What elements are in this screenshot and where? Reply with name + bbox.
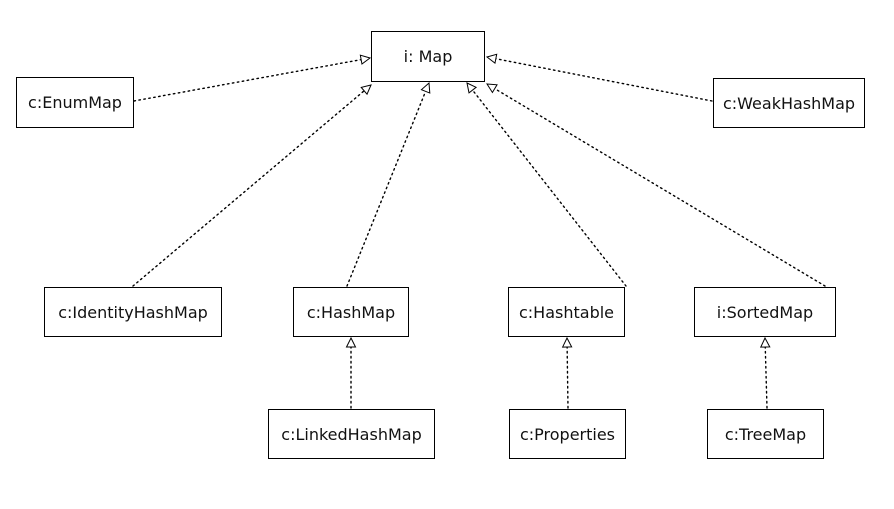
node-properties: c:Properties <box>509 409 626 459</box>
arrowhead-hashtable-to-map <box>466 82 478 94</box>
edge-hashtable-to-map <box>471 89 627 287</box>
edge-enummap-to-map <box>133 58 362 102</box>
node-enummap: c:EnumMap <box>16 77 134 128</box>
node-treemap: c:TreeMap <box>707 409 824 459</box>
edge-identityhashmap-to-map <box>132 90 365 287</box>
node-map: i: Map <box>371 31 485 82</box>
edge-weakhashmap-to-map <box>495 58 713 102</box>
node-sortedmap: i:SortedMap <box>694 287 836 337</box>
arrowhead-properties-to-hashtable <box>561 336 573 348</box>
arrowhead-sortedmap-to-map <box>486 83 498 94</box>
node-weakhashmap: c:WeakHashMap <box>713 78 865 128</box>
node-hashmap: c:HashMap <box>293 287 409 337</box>
arrowhead-treemap-to-sortedmap <box>759 336 771 348</box>
edge-properties-to-hashtable <box>566 346 569 409</box>
node-linkedhashmap: c:LinkedHashMap <box>268 409 435 459</box>
arrowhead-weakhashmap-to-map <box>485 53 498 65</box>
edge-sortedmap-to-map <box>494 87 826 287</box>
arrowhead-enummap-to-map <box>359 54 372 65</box>
arrowhead-hashmap-to-map <box>420 81 431 94</box>
edge-treemap-to-sortedmap <box>764 346 768 409</box>
edge-hashmap-to-map <box>346 90 427 287</box>
arrowhead-identityhashmap-to-map <box>360 84 372 96</box>
node-identityhashmap: c:IdentityHashMap <box>44 287 222 337</box>
arrowhead-linkedhashmap-to-hashmap <box>345 336 357 348</box>
node-hashtable: c:Hashtable <box>508 287 625 337</box>
